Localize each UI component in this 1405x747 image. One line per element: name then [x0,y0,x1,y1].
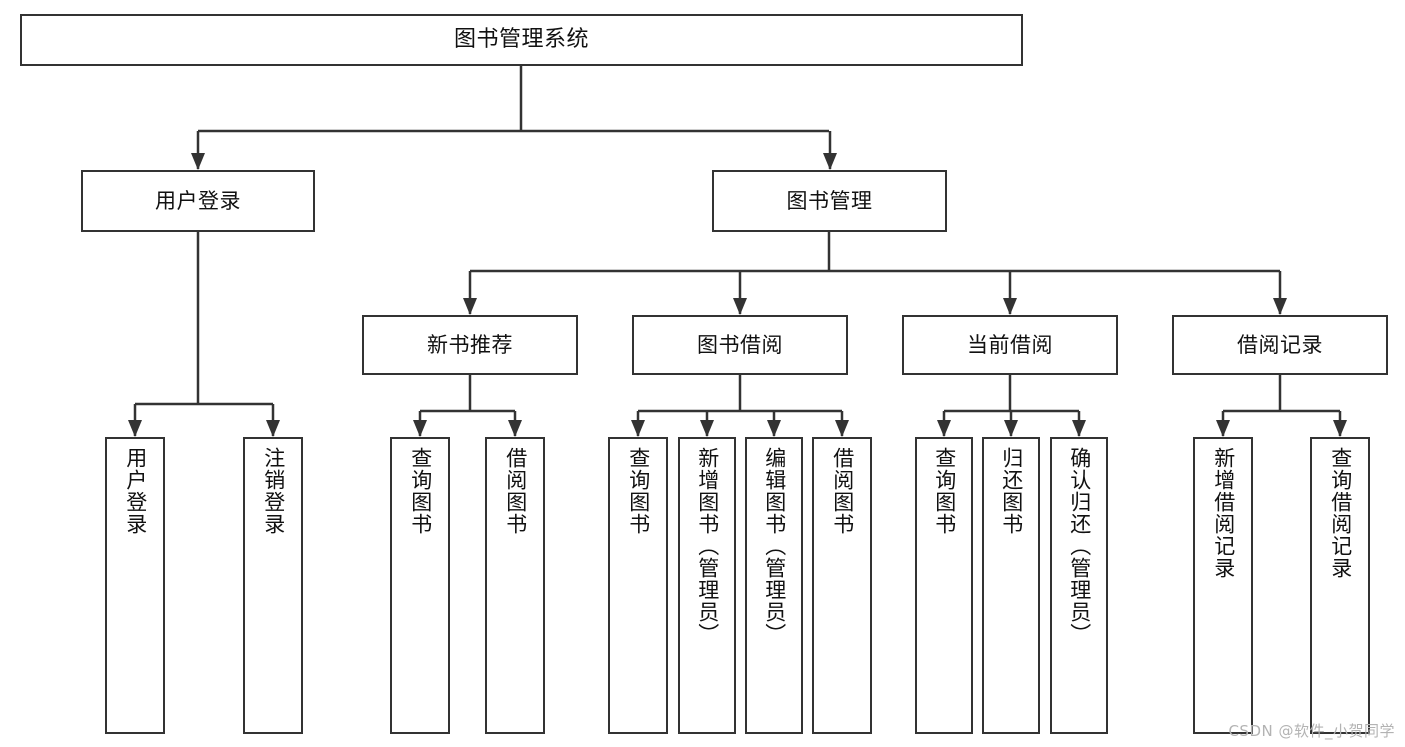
arrowhead-leaf-query-book-3 [937,420,951,437]
arrowhead-leaf-add-borrow-record [1216,420,1230,437]
arrowhead-borrow-record [1273,298,1287,315]
node-root[interactable]: 图书管理系统 [20,14,1023,66]
arrowhead-leaf-logout-login [266,420,280,437]
node-leaf-query-book-3[interactable]: 查询图书 [915,437,973,734]
watermark: CSDN @软件_小贺同学 [1228,722,1395,740]
node-label: 图书借阅 [697,332,783,357]
node-label: 新增借阅记录 [1211,447,1236,579]
arrowhead-leaf-user-login [128,420,142,437]
arrowhead-leaf-confirm-return [1072,420,1086,437]
arrowhead-leaf-query-book-1 [413,420,427,437]
node-leaf-logout-login[interactable]: 注销登录 [243,437,303,734]
node-label: 查询借阅记录 [1328,447,1353,579]
node-label: 当前借阅 [967,332,1053,357]
node-user-login[interactable]: 用户登录 [81,170,315,232]
arrowhead-book-manage [823,153,837,170]
node-current-borrow[interactable]: 当前借阅 [902,315,1118,375]
node-label: 图书管理 [786,188,873,213]
node-book-borrow[interactable]: 图书借阅 [632,315,848,375]
node-label: 注销登录 [261,447,286,535]
node-leaf-user-login[interactable]: 用户登录 [105,437,165,734]
node-leaf-return-book[interactable]: 归还图书 [982,437,1040,734]
node-leaf-confirm-return[interactable]: 确认归还（管理员） [1050,437,1108,734]
node-label: 确认归还（管理员） [1067,447,1092,645]
arrowhead-leaf-add-book [700,420,714,437]
node-leaf-query-borrow-record[interactable]: 查询借阅记录 [1310,437,1370,734]
node-label: 查询图书 [408,447,433,535]
node-leaf-borrow-book-2[interactable]: 借阅图书 [812,437,872,734]
node-leaf-borrow-book-1[interactable]: 借阅图书 [485,437,545,734]
node-label: 查询图书 [626,447,651,535]
node-borrow-record[interactable]: 借阅记录 [1172,315,1388,375]
node-label: 编辑图书（管理员） [762,447,787,645]
arrowhead-new-book-recommend [463,298,477,315]
arrowhead-leaf-return-book [1004,420,1018,437]
node-label: 用户登录 [123,447,148,535]
node-label: 用户登录 [155,188,241,213]
arrowhead-user-login [191,153,205,170]
node-label: 新书推荐 [427,332,513,357]
arrowhead-current-borrow [1003,298,1017,315]
node-leaf-edit-book[interactable]: 编辑图书（管理员） [745,437,803,734]
arrowhead-leaf-borrow-book-2 [835,420,849,437]
node-book-manage[interactable]: 图书管理 [712,170,947,232]
arrowhead-leaf-edit-book [767,420,781,437]
node-new-book-recommend[interactable]: 新书推荐 [362,315,578,375]
node-leaf-query-book-1[interactable]: 查询图书 [390,437,450,734]
node-label: 查询图书 [932,447,957,535]
arrowhead-leaf-borrow-book-1 [508,420,522,437]
node-label: 图书管理系统 [453,27,589,53]
node-leaf-add-book[interactable]: 新增图书（管理员） [678,437,736,734]
arrowhead-book-borrow [733,298,747,315]
node-label: 借阅记录 [1237,332,1323,357]
node-leaf-add-borrow-record[interactable]: 新增借阅记录 [1193,437,1253,734]
node-label: 借阅图书 [830,447,855,535]
arrowhead-leaf-query-borrow-record [1333,420,1347,437]
node-label: 借阅图书 [503,447,528,535]
arrowhead-leaf-query-book-2 [631,420,645,437]
node-label: 新增图书（管理员） [695,447,720,645]
node-leaf-query-book-2[interactable]: 查询图书 [608,437,668,734]
node-label: 归还图书 [999,447,1024,535]
